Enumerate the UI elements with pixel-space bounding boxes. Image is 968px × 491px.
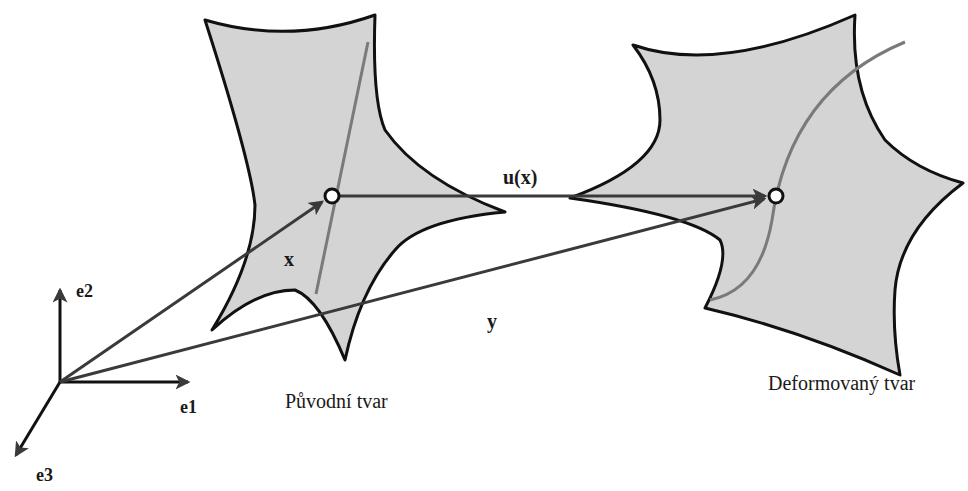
axis-e3 <box>16 382 60 455</box>
axis-label: e2 <box>76 282 93 302</box>
vector-x <box>60 202 322 382</box>
vector-label: x <box>284 248 294 270</box>
axis-label: e1 <box>180 398 197 418</box>
material-point <box>769 189 783 203</box>
shape-caption: Původní tvar <box>285 390 388 412</box>
axis-label: e3 <box>36 466 53 486</box>
vector-y <box>60 199 764 382</box>
material-line <box>316 42 368 294</box>
axis-e1 <box>60 381 188 384</box>
axis-e2 <box>59 290 62 382</box>
vector-u <box>340 195 765 198</box>
material-point <box>325 189 339 203</box>
vector-label: y <box>487 310 497 332</box>
shape-caption: Deformovaný tvar <box>768 372 915 394</box>
vector-label: u(x) <box>503 166 537 188</box>
original-shape <box>205 15 505 360</box>
material-curve <box>710 42 905 300</box>
